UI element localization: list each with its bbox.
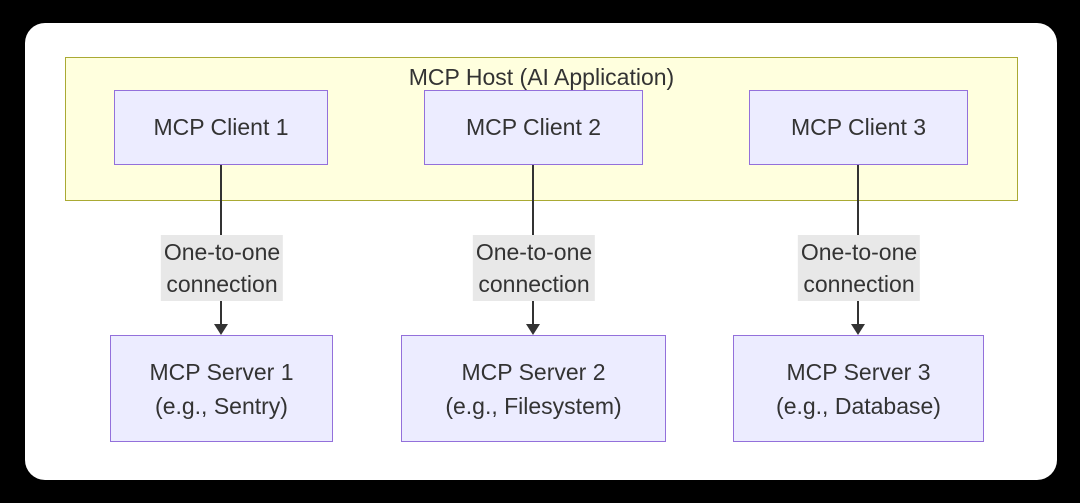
- edge-label-1-line2: connection: [166, 271, 278, 297]
- arrowhead-down-icon-3: [851, 324, 865, 335]
- server-2-example: (e.g., Filesystem): [445, 392, 622, 419]
- server-1-name: MCP Server 1: [149, 358, 294, 385]
- diagram-card: MCP Host (AI Application) MCP Client 1 M…: [25, 23, 1057, 480]
- node-mcp-client-3: MCP Client 3: [749, 90, 968, 165]
- node-mcp-server-2: MCP Server 2 (e.g., Filesystem): [401, 335, 666, 442]
- edge-label-connection-1: One-to-one connection: [160, 235, 284, 301]
- server-1-example: (e.g., Sentry): [155, 392, 288, 419]
- client-2-label: MCP Client 2: [465, 114, 602, 140]
- edge-label-3-line2: connection: [803, 271, 915, 297]
- edge-label-connection-2: One-to-one connection: [472, 235, 596, 301]
- node-mcp-server-1: MCP Server 1 (e.g., Sentry): [110, 335, 333, 442]
- arrowhead-down-icon-2: [526, 324, 540, 335]
- edge-label-1-line1: One-to-one: [163, 239, 281, 265]
- edge-label-2-line1: One-to-one: [475, 239, 593, 265]
- client-1-label: MCP Client 1: [153, 114, 289, 140]
- arrowhead-down-icon-1: [214, 324, 228, 335]
- edge-label-2-line2: connection: [478, 271, 590, 297]
- edge-label-connection-3: One-to-one connection: [797, 235, 921, 301]
- server-3-example: (e.g., Database): [776, 392, 941, 419]
- node-mcp-server-3: MCP Server 3 (e.g., Database): [733, 335, 984, 442]
- node-mcp-client-1: MCP Client 1: [114, 90, 328, 165]
- node-mcp-client-2: MCP Client 2: [424, 90, 643, 165]
- server-2-name: MCP Server 2: [461, 358, 606, 385]
- host-title: MCP Host (AI Application): [408, 64, 675, 90]
- server-3-name: MCP Server 3: [786, 358, 931, 385]
- edge-label-3-line1: One-to-one: [800, 239, 918, 265]
- client-3-label: MCP Client 3: [790, 114, 927, 140]
